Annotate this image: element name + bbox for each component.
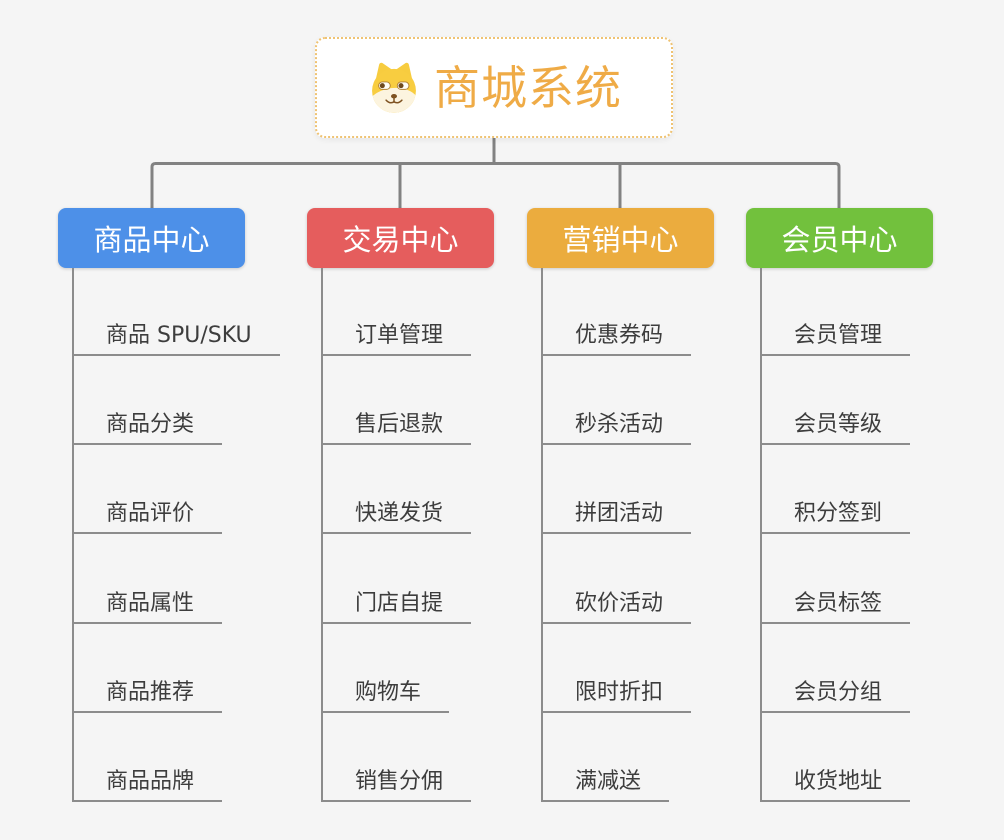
branch-node-trade[interactable]: 交易中心 bbox=[307, 208, 494, 268]
leaf-node[interactable]: 订单管理 bbox=[321, 322, 472, 356]
branch-member-center: 会员中心 会员管理 会员等级 积分签到 会员标签 会员分组 收货地址 bbox=[746, 208, 1004, 808]
leaf-node[interactable]: 售后退款 bbox=[321, 411, 472, 445]
leaf-node[interactable]: 商品分类 bbox=[72, 411, 223, 445]
leaf-node[interactable]: 会员分组 bbox=[760, 679, 911, 713]
leaf-node[interactable]: 收货地址 bbox=[760, 768, 911, 802]
doge-face-icon bbox=[372, 62, 416, 113]
leaf-node[interactable]: 会员等级 bbox=[760, 411, 911, 445]
trunk-line bbox=[541, 268, 543, 802]
leaf-node[interactable]: 砍价活动 bbox=[541, 590, 692, 624]
leaf-node[interactable]: 满减送 bbox=[541, 768, 670, 802]
leaf-node[interactable]: 销售分佣 bbox=[321, 768, 472, 802]
branch-node-member[interactable]: 会员中心 bbox=[746, 208, 933, 268]
leaf-node[interactable]: 会员标签 bbox=[760, 590, 911, 624]
leaf-node[interactable]: 快递发货 bbox=[321, 500, 472, 534]
leaf-node[interactable]: 商品属性 bbox=[72, 590, 223, 624]
bus-line bbox=[150, 162, 841, 210]
leaf-node[interactable]: 商品推荐 bbox=[72, 679, 223, 713]
branch-marketing-center: 营销中心 优惠券码 秒杀活动 拼团活动 砍价活动 限时折扣 满减送 bbox=[527, 208, 787, 808]
leaf-node[interactable]: 秒杀活动 bbox=[541, 411, 692, 445]
leaf-node[interactable]: 限时折扣 bbox=[541, 679, 692, 713]
branch-node-marketing[interactable]: 营销中心 bbox=[527, 208, 714, 268]
leaf-node[interactable]: 购物车 bbox=[321, 679, 450, 713]
trunk-line bbox=[72, 268, 74, 802]
leaf-node[interactable]: 门店自提 bbox=[321, 590, 472, 624]
leaf-node[interactable]: 积分签到 bbox=[760, 500, 911, 534]
root-title: 商城系统 bbox=[434, 60, 622, 115]
branch-product-center: 商品中心 商品 SPU/SKU 商品分类 商品评价 商品属性 商品推荐 商品品牌 bbox=[58, 208, 318, 808]
leaf-node[interactable]: 会员管理 bbox=[760, 322, 911, 356]
trunk-line bbox=[321, 268, 323, 802]
branch-node-product[interactable]: 商品中心 bbox=[58, 208, 245, 268]
branch-trade-center: 交易中心 订单管理 售后退款 快递发货 门店自提 购物车 销售分佣 bbox=[307, 208, 567, 808]
leaf-node[interactable]: 优惠券码 bbox=[541, 322, 692, 356]
leaf-node[interactable]: 商品 SPU/SKU bbox=[72, 322, 280, 356]
leaf-node[interactable]: 拼团活动 bbox=[541, 500, 692, 534]
root-node[interactable]: 商城系统 bbox=[315, 37, 673, 138]
leaf-node[interactable]: 商品评价 bbox=[72, 500, 223, 534]
trunk-line bbox=[760, 268, 762, 802]
leaf-node[interactable]: 商品品牌 bbox=[72, 768, 223, 802]
